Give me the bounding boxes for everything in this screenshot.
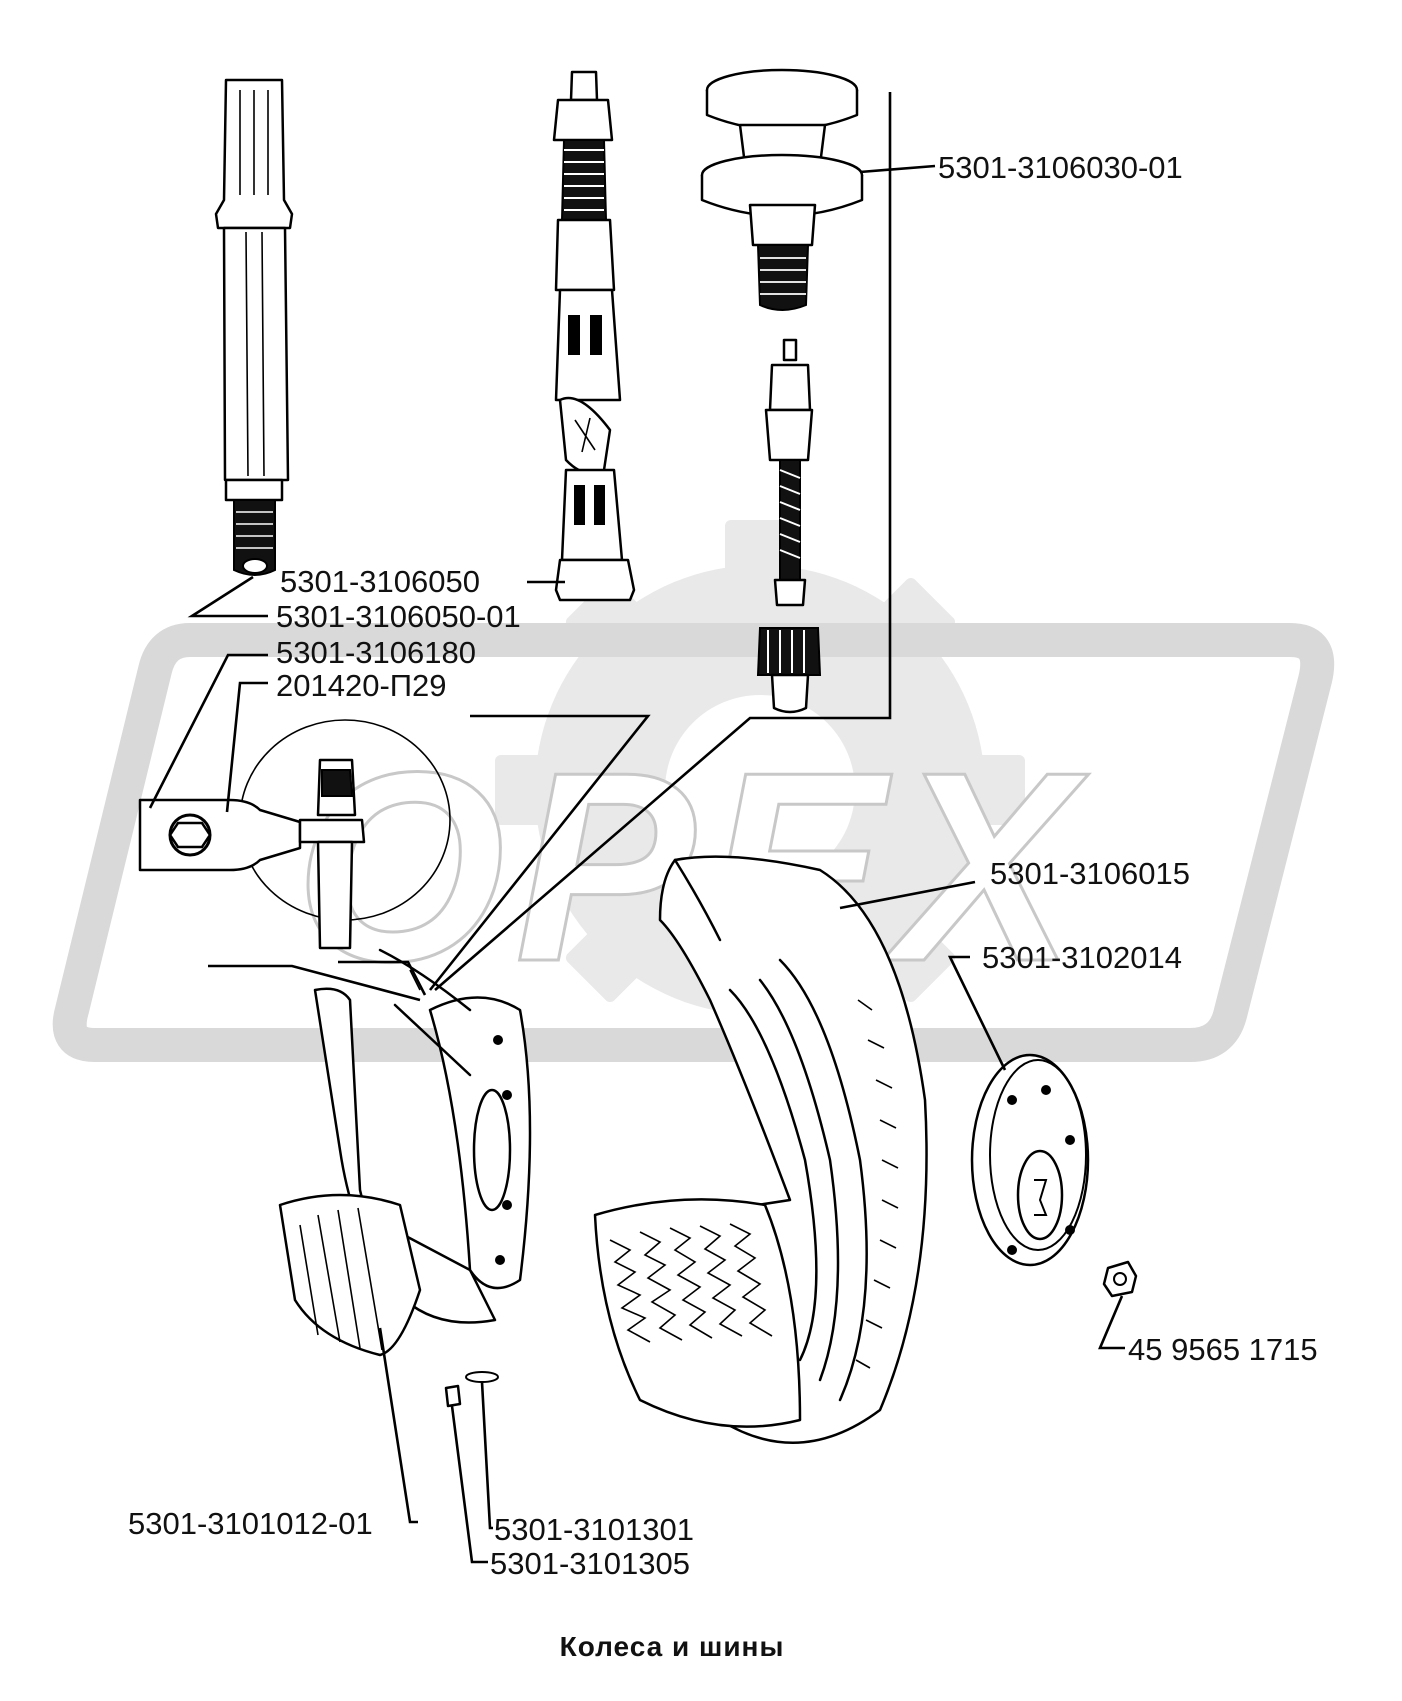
valve-stem-long [552, 70, 636, 602]
watermark-text: OPEX [295, 717, 1089, 1018]
valve-base [700, 68, 864, 311]
label-5301-3106030-01: 5301-3106030-01 [938, 150, 1183, 185]
wheel-rim [278, 948, 532, 1357]
valve-cap [756, 627, 822, 714]
label-5301-3101305: 5301-3101305 [490, 1546, 690, 1581]
label-5301-3106050-01: 5301-3106050-01 [276, 599, 521, 634]
valve-extension-tube [214, 78, 294, 576]
label-5301-3106015: 5301-3106015 [990, 856, 1190, 891]
label-5301-3101012-01: 5301-3101012-01 [128, 1506, 373, 1541]
label-5301-3102014: 5301-3102014 [982, 940, 1182, 975]
watermark-frame [52, 623, 1335, 1062]
leader-lines [148, 92, 1125, 1564]
tire [593, 855, 928, 1444]
label-5301-3106050: 5301-3106050 [280, 564, 480, 599]
valve-clamp-bracket [138, 719, 451, 950]
part-labels: 5301-3106030-01 5301-3106050 5301-310605… [128, 150, 1318, 1581]
label-5301-3101301: 5301-3101301 [494, 1512, 694, 1547]
diagram-title: Колеса и шины [560, 1631, 785, 1662]
hub-cap [970, 1053, 1090, 1267]
hub-cap-nut [1102, 1260, 1138, 1298]
rim-bolt [444, 1384, 462, 1408]
rim-washer [465, 1371, 499, 1383]
label-5301-3106180: 5301-3106180 [276, 635, 476, 670]
valve-core [764, 338, 814, 607]
label-45-9565-1715: 45 9565 1715 [1128, 1332, 1318, 1367]
watermark: OPEX [52, 520, 1335, 1062]
label-201420-P29: 201420-П29 [276, 668, 447, 703]
